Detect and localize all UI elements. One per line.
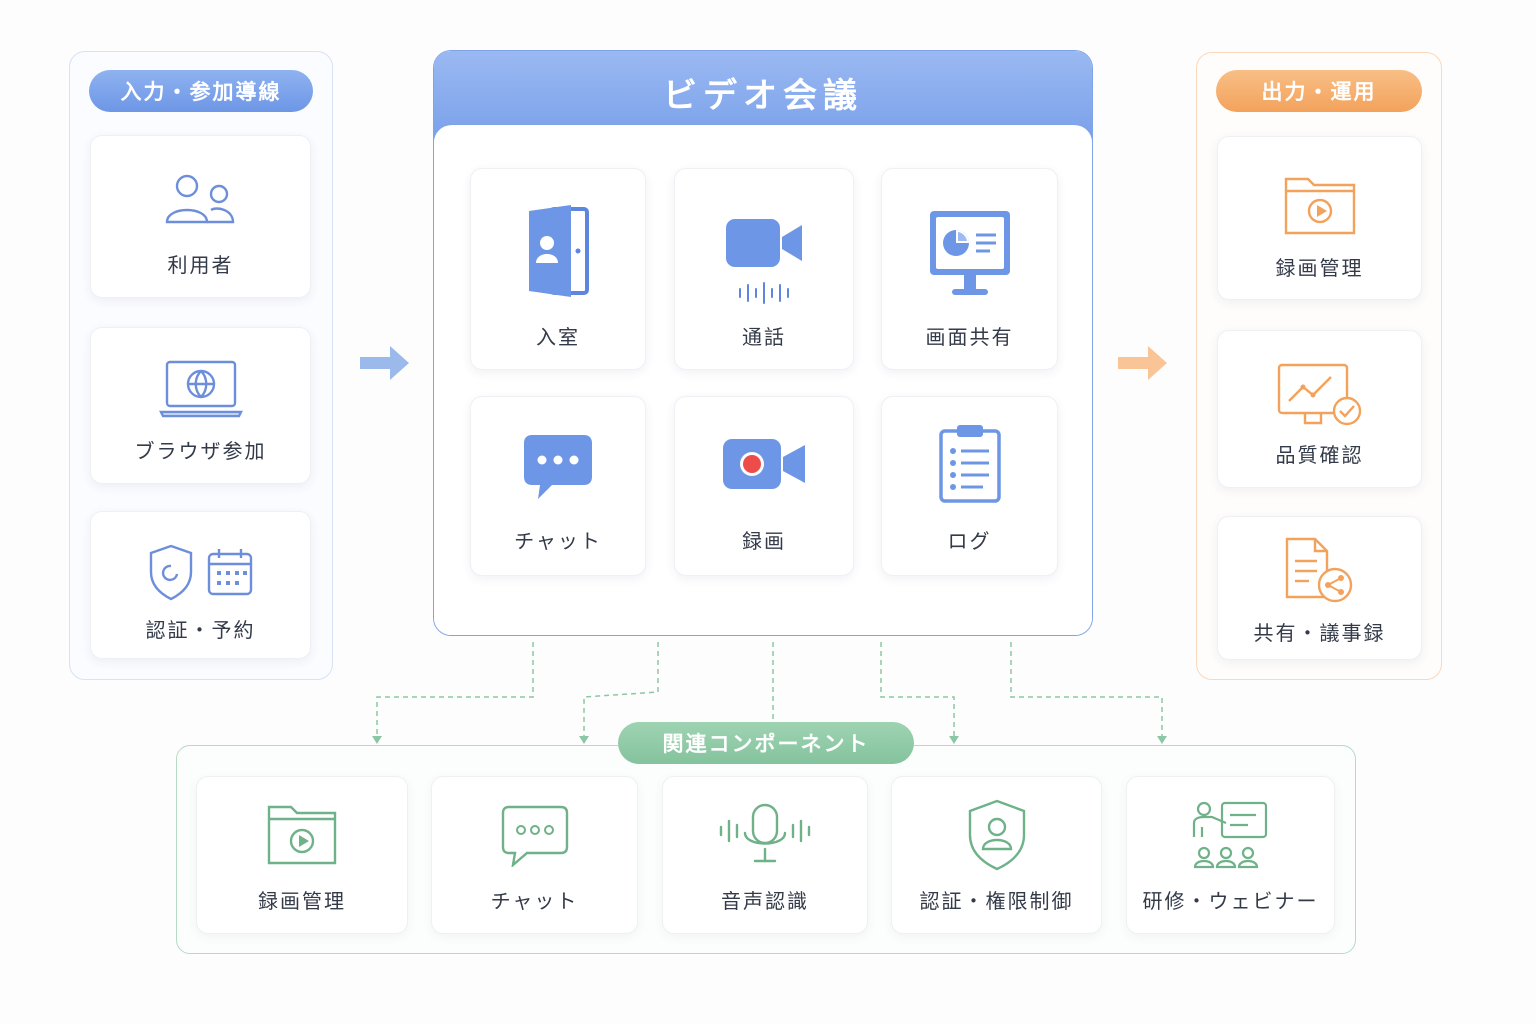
recording-management-card[interactable]: 録画管理 (1217, 136, 1422, 300)
chat-label: チャット (514, 529, 602, 553)
shield-calendar-icon (149, 544, 252, 601)
shield-user-icon (968, 799, 1025, 871)
user-card[interactable]: 利用者 (90, 135, 311, 298)
users-icon (165, 174, 234, 224)
screen-share-icon (929, 211, 1010, 295)
input-panel-title: 入力・参加導線 (89, 70, 313, 112)
record-card[interactable]: 録画 (674, 396, 854, 576)
record-label: 録画 (742, 529, 786, 553)
auth-reservation-card[interactable]: 認証・予約 (90, 511, 311, 659)
center-to-output-arrow (1118, 346, 1167, 380)
video-conference-title: ビデオ会議 (663, 76, 863, 116)
chat-card[interactable]: チャット (470, 396, 646, 576)
chat-icon (501, 805, 568, 867)
enter-room-card[interactable]: 入室 (470, 168, 646, 370)
call-label: 通話 (742, 325, 786, 349)
component-auth-permission-card[interactable]: 認証・権限制御 (891, 776, 1102, 934)
related-components-title: 関連コンポーネント (618, 722, 914, 764)
browser-join-label: ブラウザ参加 (134, 439, 267, 463)
shared-document-icon (1285, 537, 1352, 603)
quality-check-card[interactable]: 品質確認 (1217, 330, 1422, 488)
microphone-icon (719, 803, 811, 863)
component-training-webinar-card[interactable]: 研修・ウェビナー (1126, 776, 1335, 934)
door-icon (529, 205, 589, 297)
sharing-minutes-card[interactable]: 共有・議事録 (1217, 516, 1422, 660)
enter-room-label: 入室 (536, 325, 580, 349)
presentation-icon (1192, 801, 1267, 869)
log-label: ログ (947, 529, 992, 553)
component-speech-recognition-card[interactable]: 音声認識 (662, 776, 868, 934)
recording-management-label: 録画管理 (1275, 256, 1364, 280)
browser-join-card[interactable]: ブラウザ参加 (90, 327, 311, 484)
user-label: 利用者 (167, 253, 234, 277)
log-card[interactable]: ログ (881, 396, 1058, 576)
laptop-globe-icon (158, 360, 243, 418)
input-to-center-arrow (360, 346, 409, 380)
bottom-connectors (376, 642, 1163, 738)
output-panel-title: 出力・運用 (1216, 70, 1422, 112)
clipboard-log-icon (938, 425, 1001, 503)
screen-share-label: 画面共有 (925, 325, 1014, 349)
component-speech-recognition-label: 音声認識 (721, 889, 809, 913)
component-recording-label: 録画管理 (258, 889, 346, 913)
component-recording-card[interactable]: 録画管理 (196, 776, 408, 934)
component-auth-permission-label: 認証・権限制御 (919, 889, 1074, 913)
component-chat-card[interactable]: チャット (431, 776, 638, 934)
video-folder-icon (267, 805, 337, 865)
auth-reservation-label: 認証・予約 (145, 618, 256, 642)
component-training-webinar-label: 研修・ウェビナー (1142, 889, 1319, 913)
screen-share-card[interactable]: 画面共有 (881, 168, 1058, 370)
call-card[interactable]: 通話 (674, 168, 854, 370)
video-folder-icon (1284, 177, 1355, 235)
quality-check-label: 品質確認 (1275, 443, 1364, 467)
quality-monitor-icon (1277, 363, 1361, 426)
component-chat-label: チャット (490, 889, 579, 913)
video-camera-icon (726, 219, 802, 304)
chat-bubble-icon (524, 435, 592, 499)
sharing-minutes-label: 共有・議事録 (1253, 621, 1386, 645)
record-camera-icon (723, 439, 805, 489)
